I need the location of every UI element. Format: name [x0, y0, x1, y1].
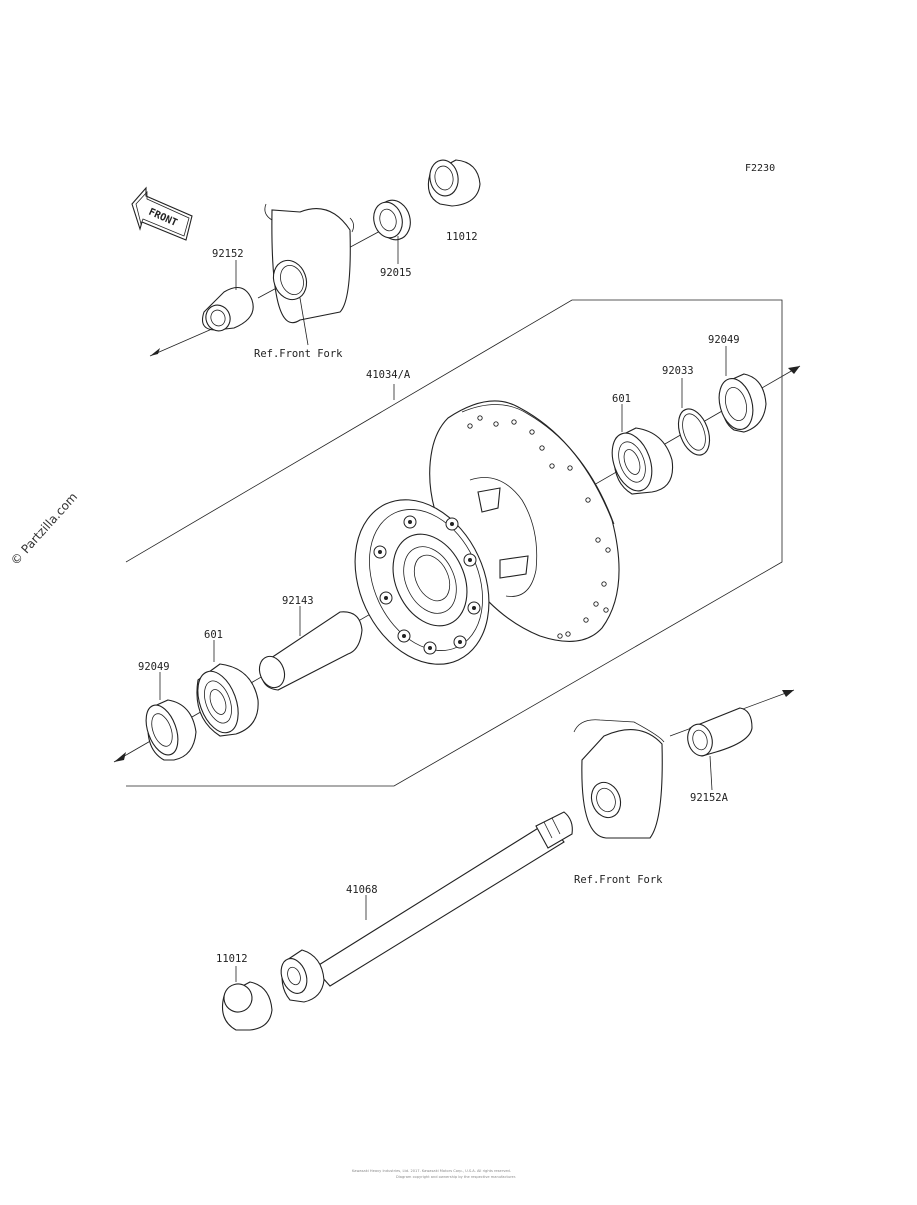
- label-41068: 41068: [346, 884, 378, 896]
- bearing-601-left-drawing: [196, 663, 259, 737]
- spacer-92143-drawing: [258, 611, 363, 691]
- footer-copyright-line2: Diagram copyright and ownership by the r…: [396, 1175, 516, 1179]
- label-92143: 92143: [282, 595, 314, 607]
- circlip-92033-drawing: [677, 408, 711, 456]
- label-ref-front-fork-bottom: Ref.Front Fork: [574, 874, 663, 886]
- label-92049-right: 92049: [708, 334, 740, 346]
- label-601-left: 601: [204, 629, 223, 641]
- label-92033: 92033: [662, 365, 694, 377]
- seal-92049-right-drawing: [718, 373, 767, 433]
- front-arrow-icon: FRONT: [131, 186, 193, 241]
- cap-11012-bottom-drawing: [221, 981, 273, 1031]
- label-601-right: 601: [612, 393, 631, 405]
- hub-drawing: [354, 400, 620, 665]
- label-ref-front-fork-top: Ref.Front Fork: [254, 348, 343, 360]
- label-92152: 92152: [212, 248, 244, 260]
- partzilla-watermark: © Partzilla.com: [8, 490, 80, 568]
- spacer-92152A-drawing: [687, 707, 753, 757]
- hub-assembly-frame: [125, 299, 783, 787]
- front-fork-top-drawing: [264, 203, 354, 324]
- label-11012-bottom: 11012: [216, 953, 248, 965]
- bearing-601-right-drawing: [611, 427, 674, 495]
- label-92015: 92015: [380, 267, 412, 279]
- footer-copyright-line1: Kawasaki Heavy Industries, Ltd. 2017. Ka…: [352, 1169, 511, 1173]
- label-11012-top: 11012: [446, 231, 478, 243]
- label-92152A: 92152A: [690, 792, 729, 804]
- diagram-code: F2230: [745, 163, 775, 174]
- front-fork-bottom-drawing: [573, 719, 665, 839]
- seal-92015-drawing: [373, 199, 411, 241]
- spacer-92152-drawing: [201, 286, 254, 332]
- axle-41068-drawing: [280, 811, 573, 1003]
- label-41034A: 41034/A: [366, 369, 411, 381]
- label-92049-left: 92049: [138, 661, 170, 673]
- cap-11012-top-drawing: [427, 159, 481, 207]
- seal-92049-left-drawing: [145, 699, 197, 761]
